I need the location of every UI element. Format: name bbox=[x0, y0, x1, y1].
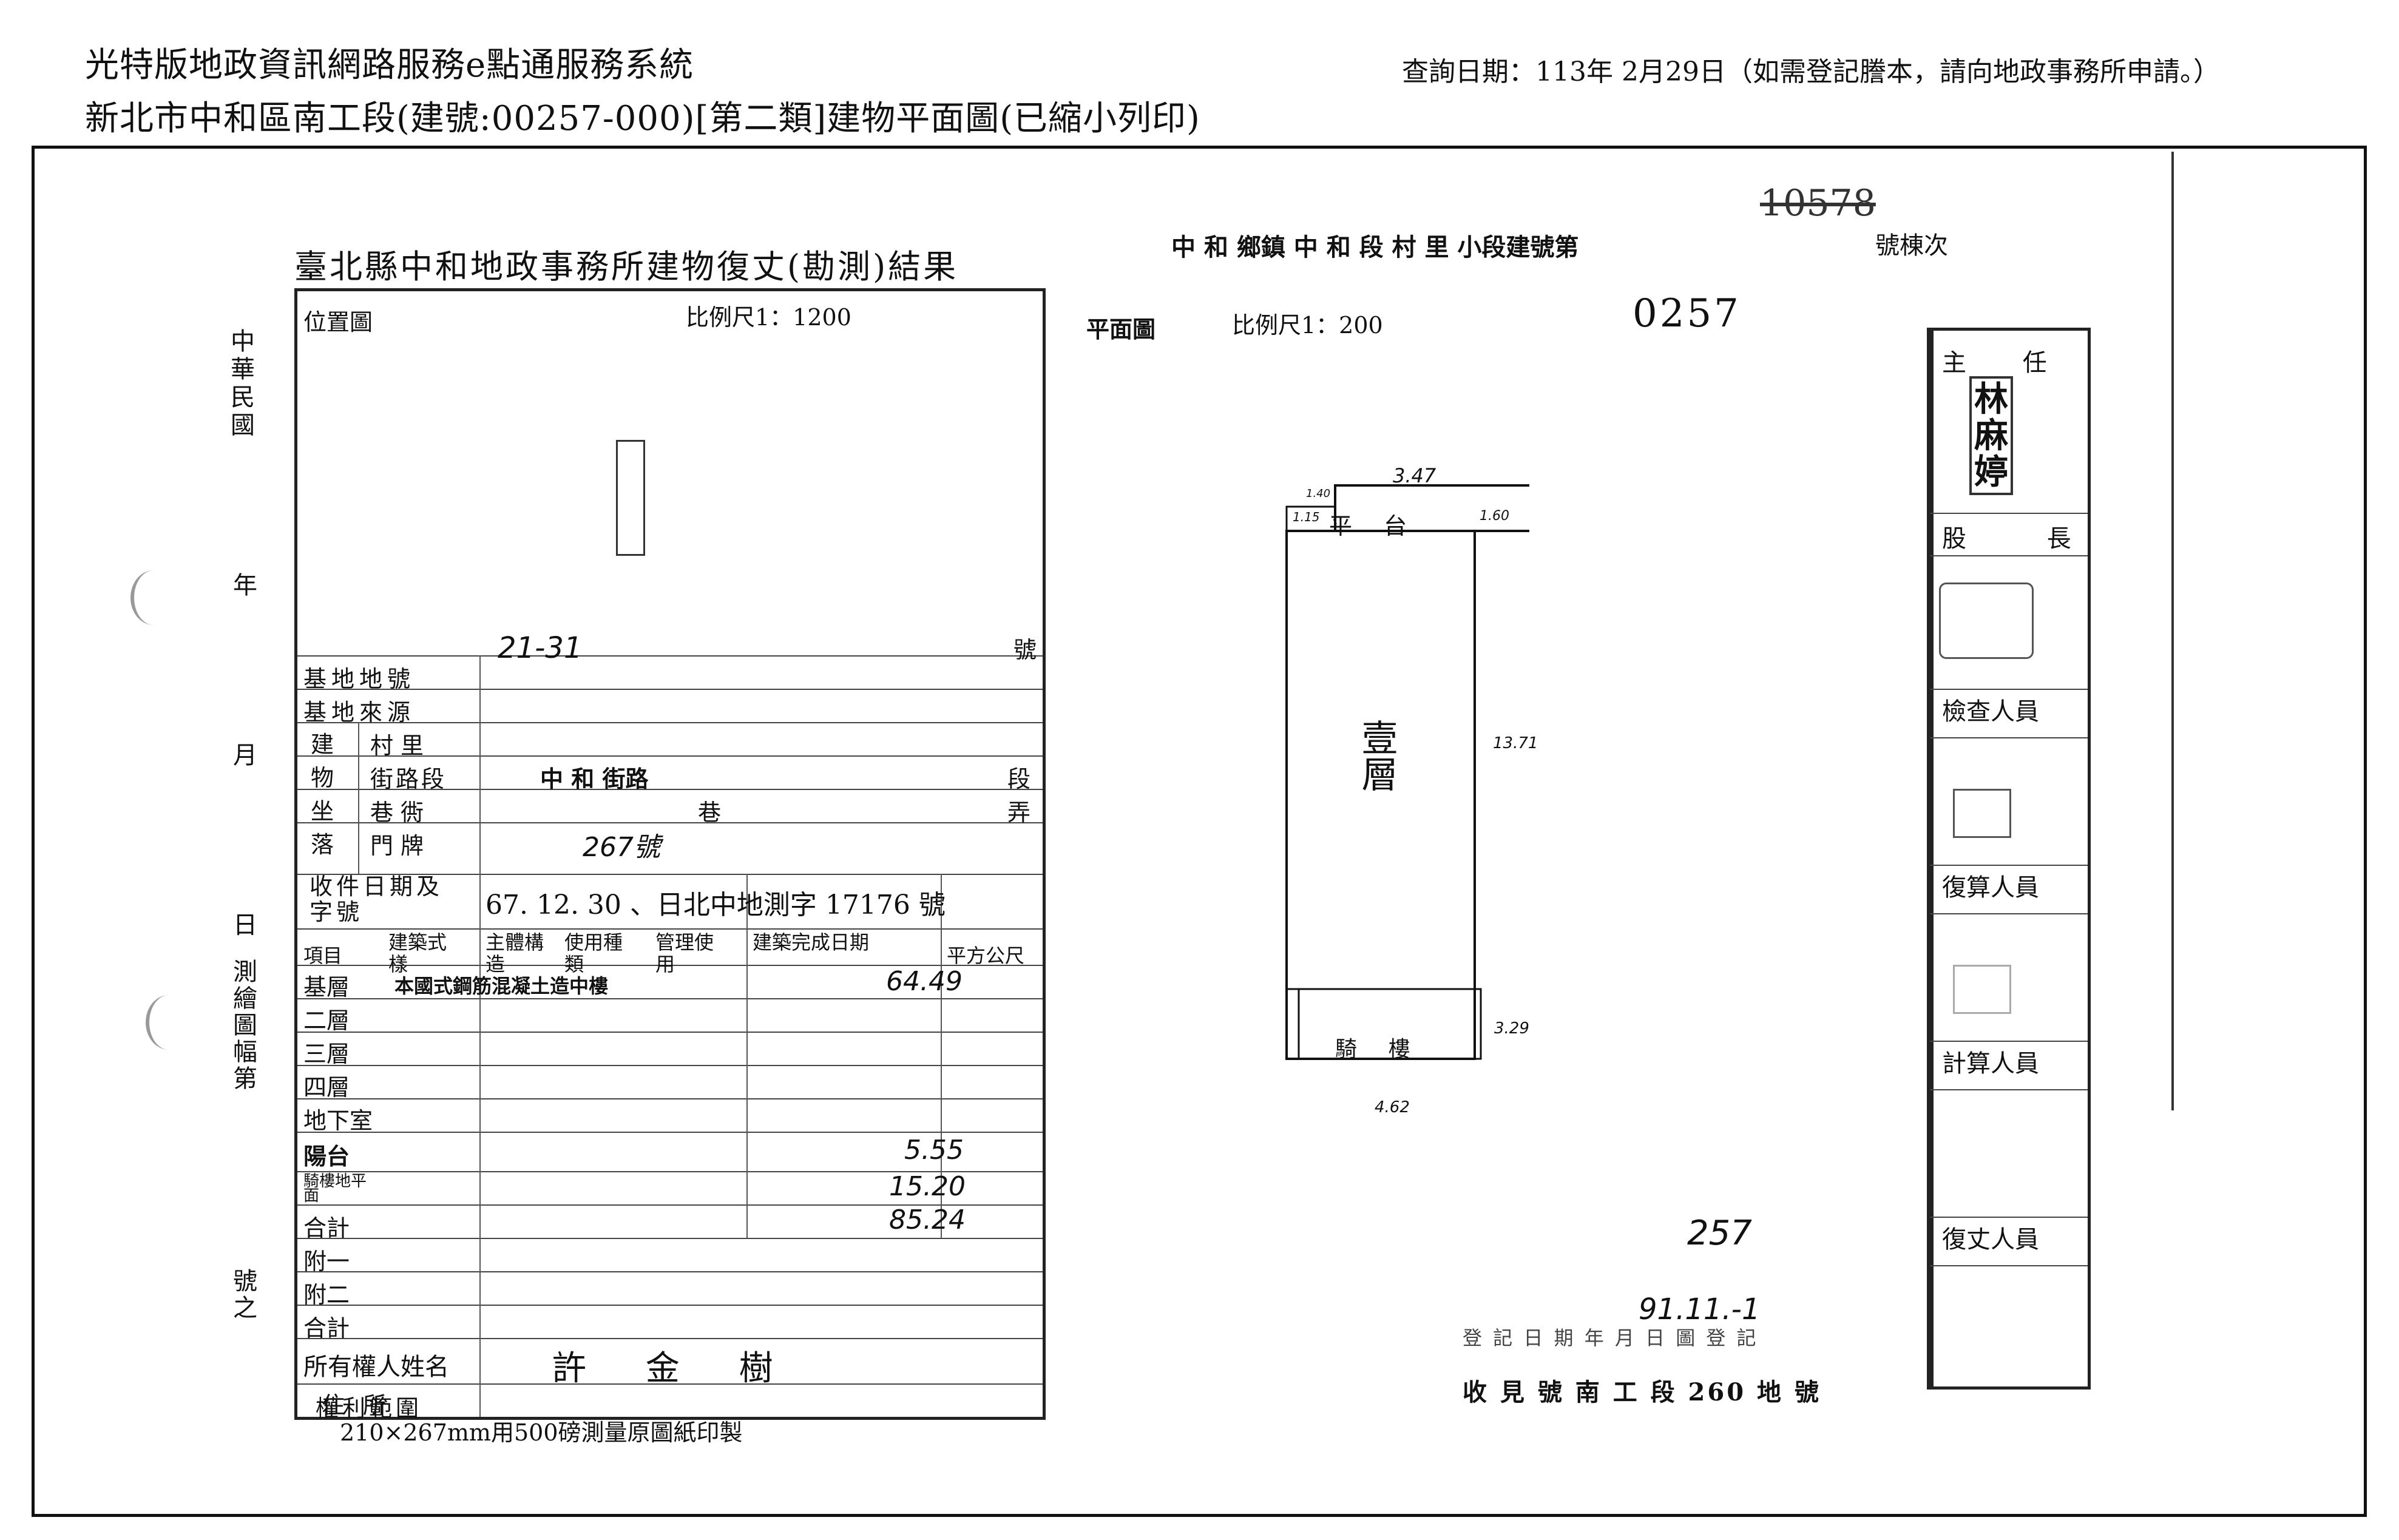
rights-label: 權利範圍 bbox=[316, 1395, 423, 1422]
document-title: 新北市中和區南工段(建號:00257-000)[第二類]建物平面圖(已縮小列印) bbox=[85, 99, 1200, 138]
floor-area: 64.49 bbox=[886, 966, 963, 997]
registration-line: 登 記 日 期 年 月 日 圖 登 記 bbox=[1463, 1326, 1759, 1349]
document-frame bbox=[32, 146, 2367, 1517]
margin-day: 日 bbox=[233, 911, 257, 939]
lot-no-suffix: 號 bbox=[1013, 637, 1037, 663]
room-balcony: 平 台 bbox=[1329, 513, 1419, 539]
form-title: 臺北縣中和地政事務所建物復丈(勘測)結果 bbox=[294, 248, 959, 286]
receive-label: 收件日期及字號 bbox=[310, 873, 444, 925]
bldg-location-label: 建物坐落 bbox=[311, 731, 334, 858]
village-label: 村里 bbox=[370, 732, 431, 759]
margin-year: 年 bbox=[233, 572, 257, 599]
floor-plan bbox=[1285, 484, 1529, 1060]
stamp-date: 91.11.-1 bbox=[1639, 1292, 1761, 1326]
floor-label: 基層 bbox=[303, 974, 350, 1001]
recompute-label: 復算人員 bbox=[1942, 874, 2039, 902]
plan-title-suffix: 號棟次 bbox=[1875, 232, 1948, 260]
door-label: 門牌 bbox=[370, 832, 431, 859]
col-manage: 管理使用 bbox=[655, 931, 714, 976]
margin-month: 月 bbox=[233, 741, 257, 769]
plan-title-line: 中 和 鄉鎮 中 和 段 村 里 小段建號第 bbox=[1171, 233, 1579, 262]
dim-small-left: 1.40 bbox=[1306, 487, 1331, 500]
struck-number: 10578 bbox=[1760, 182, 1876, 225]
lot-source-label: 基地來源 bbox=[303, 699, 416, 726]
form-footer: 210×267mm用500磅測量原圖紙印製 bbox=[340, 1419, 743, 1446]
street-label: 街路段 bbox=[370, 766, 447, 792]
lane-value: 巷 bbox=[698, 799, 722, 826]
dim-main-right: 13.71 bbox=[1493, 734, 1538, 752]
lane-suffix: 弄 bbox=[1007, 799, 1031, 826]
floor-area: 5.55 bbox=[904, 1135, 964, 1166]
handwritten-note: 257 bbox=[1687, 1214, 1752, 1253]
dim-side-left: 1.15 bbox=[1293, 510, 1320, 524]
inspector-stamp bbox=[1953, 789, 2011, 838]
door-value: 267號 bbox=[583, 832, 660, 863]
surveyor-label: 復丈人員 bbox=[1942, 1226, 2039, 1254]
floor-label: 陽台 bbox=[303, 1143, 350, 1170]
section-head-stamp bbox=[1939, 583, 2034, 659]
lot-no-label: 基地地號 bbox=[303, 666, 416, 692]
receive-value: 67. 12. 30 、日北中地測字 17176 號 bbox=[486, 890, 946, 920]
street-value: 中 和 街路 bbox=[540, 765, 649, 792]
inspector-label: 檢查人員 bbox=[1942, 698, 2039, 726]
survey-form: 位置圖 比例尺1：1200 基地地號 21-31 號 基地來源 建物坐落 村里 … bbox=[294, 288, 1046, 1422]
owner-label: 所有權人姓名 bbox=[303, 1353, 449, 1381]
location-map-label: 位置圖 bbox=[303, 309, 373, 336]
floor-area: 85.24 bbox=[889, 1204, 966, 1235]
floor-label: 地下室 bbox=[303, 1107, 373, 1134]
punch-hole-top bbox=[130, 570, 177, 625]
edge-line bbox=[2171, 152, 2174, 1110]
floor-label: 二層 bbox=[303, 1007, 350, 1034]
compute-label: 計算人員 bbox=[1942, 1050, 2039, 1078]
chief-signature-stamp: 林 麻 婷 bbox=[1969, 376, 2013, 495]
dim-lower-right: 3.29 bbox=[1494, 1019, 1529, 1038]
punch-hole-bottom bbox=[146, 995, 192, 1050]
margin-sheet: 測繪圖幅第 bbox=[233, 958, 257, 1093]
plan-scale: 比例尺1：200 bbox=[1232, 312, 1383, 339]
plan-label: 平面圖 bbox=[1086, 316, 1156, 343]
floor-label: 附一 bbox=[303, 1248, 350, 1275]
floor-label: 合計 bbox=[303, 1315, 350, 1342]
location-scale: 比例尺1：1200 bbox=[686, 304, 851, 331]
system-title: 光特版地政資訊網路服務e點通服務系統 bbox=[85, 46, 694, 85]
col-structure: 主體構造 bbox=[486, 931, 544, 976]
floor-label: 合計 bbox=[303, 1215, 350, 1241]
floor-label: 騎樓地平面 bbox=[303, 1172, 367, 1205]
col-item: 項目 bbox=[303, 944, 343, 967]
margin-no: 號之 bbox=[233, 1268, 257, 1322]
query-date: 查詢日期：113年 2月29日（如需登記謄本，請向地政事務所申請。） bbox=[1402, 56, 2220, 87]
address-label: 住所 bbox=[322, 1392, 405, 1419]
floor-label: 三層 bbox=[303, 1041, 350, 1067]
floor-label: 四層 bbox=[303, 1074, 350, 1101]
col-area: 平方公尺 bbox=[947, 944, 1025, 967]
approval-column bbox=[1927, 328, 2091, 1390]
lot-no-value: 21-31 bbox=[498, 631, 583, 665]
room-main: 壹層 bbox=[1355, 719, 1398, 792]
street-suffix: 段 bbox=[1007, 766, 1031, 792]
floor-area: 15.20 bbox=[889, 1171, 966, 1202]
floor-label: 附二 bbox=[303, 1282, 350, 1308]
room-arcade: 騎 樓 bbox=[1335, 1037, 1423, 1062]
dim-bottom: 4.62 bbox=[1375, 1098, 1410, 1116]
building-number: 0257 bbox=[1633, 291, 1741, 336]
dim-right-top: 1.60 bbox=[1480, 508, 1509, 524]
col-use: 使用種類 bbox=[564, 931, 623, 976]
margin-roc: 中華民國 bbox=[231, 328, 255, 439]
col-completion: 建築完成日期 bbox=[753, 931, 870, 954]
location-map-sketch bbox=[616, 440, 645, 556]
section-head-label: 股 長 bbox=[1942, 525, 2108, 553]
floor-detail: 本國式鋼筋混凝土造中樓 bbox=[394, 974, 609, 998]
dim-top: 3.47 bbox=[1393, 464, 1436, 487]
section-lot-line: 收 見 號 南 工 段 260 地 號 bbox=[1463, 1378, 1821, 1407]
lane-label: 巷衖 bbox=[370, 799, 431, 826]
owner-value: 許 金 樹 bbox=[552, 1349, 797, 1388]
col-style: 建築式樣 bbox=[388, 931, 447, 976]
chief-label: 主 任 bbox=[1942, 349, 2071, 377]
recompute-stamp bbox=[1953, 965, 2011, 1014]
